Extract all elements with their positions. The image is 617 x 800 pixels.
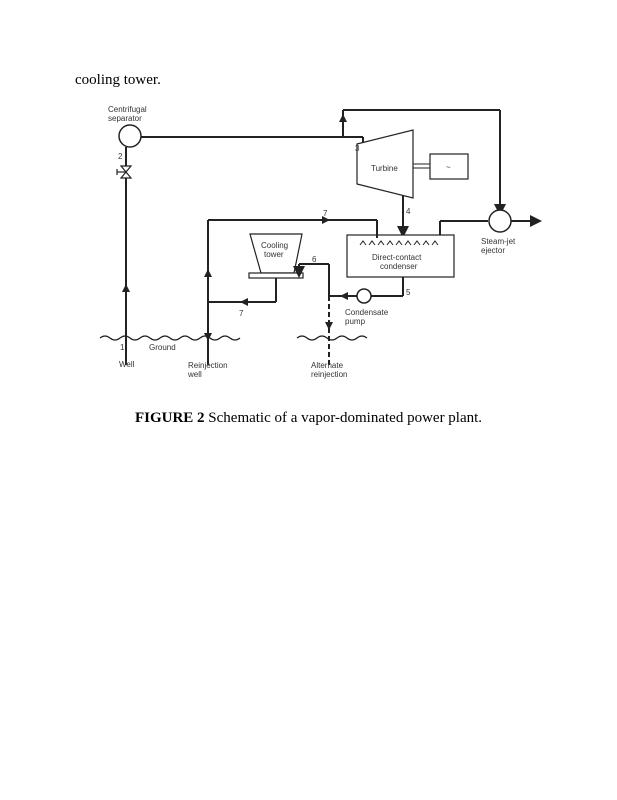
generator [429, 153, 469, 180]
label-steam-jet: Steam-jet [481, 237, 516, 246]
flow-arrow [122, 284, 130, 292]
label-condenser: condenser [380, 262, 418, 271]
label-alternate-reinjection: reinjection [311, 370, 347, 379]
label-generator: ~ [446, 163, 451, 172]
label-direct-contact: Direct-contact [372, 253, 422, 262]
label-cooling: Cooling [261, 241, 288, 250]
valve-icon [116, 165, 133, 179]
label-reinjection-well: well [187, 370, 202, 379]
label-turbine: Turbine [371, 164, 398, 173]
ground-line-right [296, 335, 368, 341]
state-point-7-top: 7 [323, 209, 328, 218]
state-point-4: 4 [406, 207, 411, 216]
label-ejector: ejector [481, 246, 505, 255]
label-separator: separator [108, 114, 142, 123]
lead-text: cooling tower. [75, 72, 161, 88]
label-condensate: Condensate [345, 308, 389, 317]
label-tower: tower [264, 250, 284, 259]
figure-caption: FIGURE 2 Schematic of a vapor-dominated … [0, 410, 617, 427]
state-point-7-bottom: 7 [239, 309, 244, 318]
label-reinjection: Reinjection [188, 361, 228, 370]
state-point-3: 3 [355, 144, 360, 153]
label-pump: pump [345, 317, 366, 326]
state-point-2: 2 [118, 152, 123, 161]
condensate-pump [356, 288, 372, 304]
cooling-tower-basin [248, 272, 304, 279]
state-point-6: 6 [312, 255, 317, 264]
condenser-spray [359, 240, 439, 246]
label-well: Well [119, 360, 135, 369]
label-centrifugal: Centrifugal [108, 105, 147, 114]
figure-label: FIGURE 2 [134, 410, 205, 426]
label-ground: Ground [149, 343, 176, 352]
state-point-1: 1 [120, 343, 125, 352]
state-point-5: 5 [406, 288, 411, 297]
turbine [356, 129, 414, 199]
steam-jet-ejector [488, 209, 512, 233]
centrifugal-separator [118, 124, 142, 148]
ground-line [99, 335, 241, 341]
figure-caption-text: Schematic of a vapor-dominated power pla… [204, 410, 483, 426]
label-alternate: Alternate [311, 361, 344, 370]
